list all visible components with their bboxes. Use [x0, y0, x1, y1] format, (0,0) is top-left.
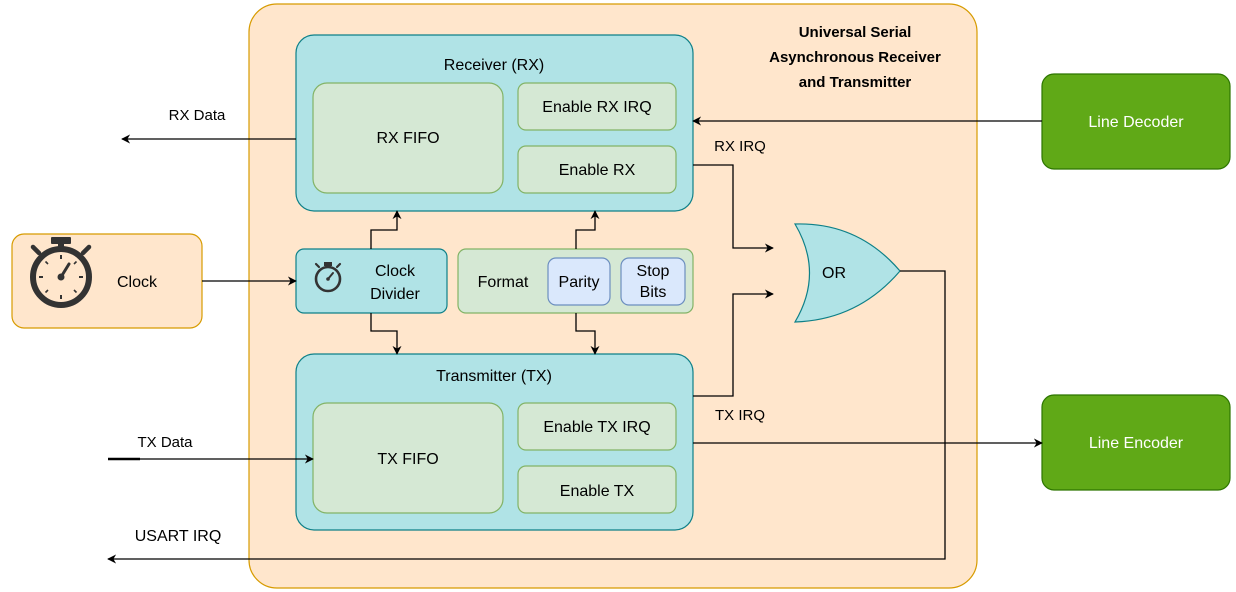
or-gate[interactable]: OR: [793, 223, 901, 323]
stop-bits-line2: Bits: [640, 284, 667, 301]
line-encoder[interactable]: Line Encoder: [1041, 394, 1231, 491]
clock-divider[interactable]: Clock Divider: [295, 248, 448, 314]
clock-source[interactable]: Clock: [11, 233, 203, 329]
stopwatch-icon: [30, 237, 92, 308]
tx-fifo[interactable]: TX FIFO: [312, 402, 504, 514]
usart-title-line2: Asynchronous Receiver: [769, 49, 941, 66]
usart-title-line3: and Transmitter: [799, 74, 912, 91]
usart-title-line1: Universal Serial: [799, 24, 912, 41]
tx-fifo-label: TX FIFO: [377, 451, 438, 468]
enable-rx-irq-label: Enable RX IRQ: [542, 99, 651, 116]
transmitter-block[interactable]: Transmitter (TX) TX FIFO Enable TX IRQ E…: [295, 353, 694, 531]
divider-to-receiver: [370, 210, 402, 249]
rx-irq-label: RX IRQ: [714, 138, 766, 155]
enable-tx-label: Enable TX: [560, 483, 635, 500]
enable-tx-irq-label: Enable TX IRQ: [543, 419, 650, 436]
stopwatch-icon: [314, 262, 342, 293]
tx-data-label: TX Data: [137, 434, 193, 451]
parity-option[interactable]: Parity: [547, 257, 611, 306]
enable-rx-irq[interactable]: Enable RX IRQ: [517, 82, 677, 131]
stop-bits-line1: Stop: [637, 263, 670, 280]
line-decoder-label: Line Decoder: [1088, 114, 1184, 131]
divider-to-transmitter: [370, 313, 402, 355]
receiver-block[interactable]: Receiver (RX) RX FIFO Enable RX IRQ Enab…: [295, 34, 694, 212]
receiver-title: Receiver (RX): [444, 57, 544, 74]
tx-irq-wire: [693, 289, 774, 397]
transmitter-title: Transmitter (TX): [436, 368, 552, 385]
rx-fifo-label: RX FIFO: [376, 130, 439, 147]
stop-bits-option[interactable]: Stop Bits: [620, 257, 686, 306]
format-to-transmitter: [575, 313, 600, 355]
usart-irq-label: USART IRQ: [135, 528, 222, 545]
clock-divider-line1: Clock: [375, 263, 416, 280]
enable-tx-irq[interactable]: Enable TX IRQ: [517, 402, 677, 451]
usart-title: Universal Serial Asynchronous Receiver a…: [769, 24, 941, 91]
rx-irq-wire: [693, 164, 774, 253]
parity-label: Parity: [559, 274, 600, 291]
rx-data-label: RX Data: [169, 107, 226, 124]
enable-rx-label: Enable RX: [559, 162, 636, 179]
clock-label: Clock: [117, 274, 158, 291]
tx-irq-label: TX IRQ: [715, 407, 765, 424]
or-output-wire: [107, 270, 946, 564]
clock-divider-line2: Divider: [370, 286, 420, 303]
format-to-receiver: [575, 210, 600, 249]
enable-rx[interactable]: Enable RX: [517, 145, 677, 194]
format-block[interactable]: Format Parity Stop Bits: [457, 248, 694, 314]
rx-fifo[interactable]: RX FIFO: [312, 82, 504, 194]
line-encoder-label: Line Encoder: [1089, 435, 1184, 452]
enable-tx[interactable]: Enable TX: [517, 465, 677, 514]
line-decoder[interactable]: Line Decoder: [1041, 73, 1231, 170]
or-gate-label: OR: [822, 265, 846, 282]
format-label: Format: [478, 274, 529, 291]
